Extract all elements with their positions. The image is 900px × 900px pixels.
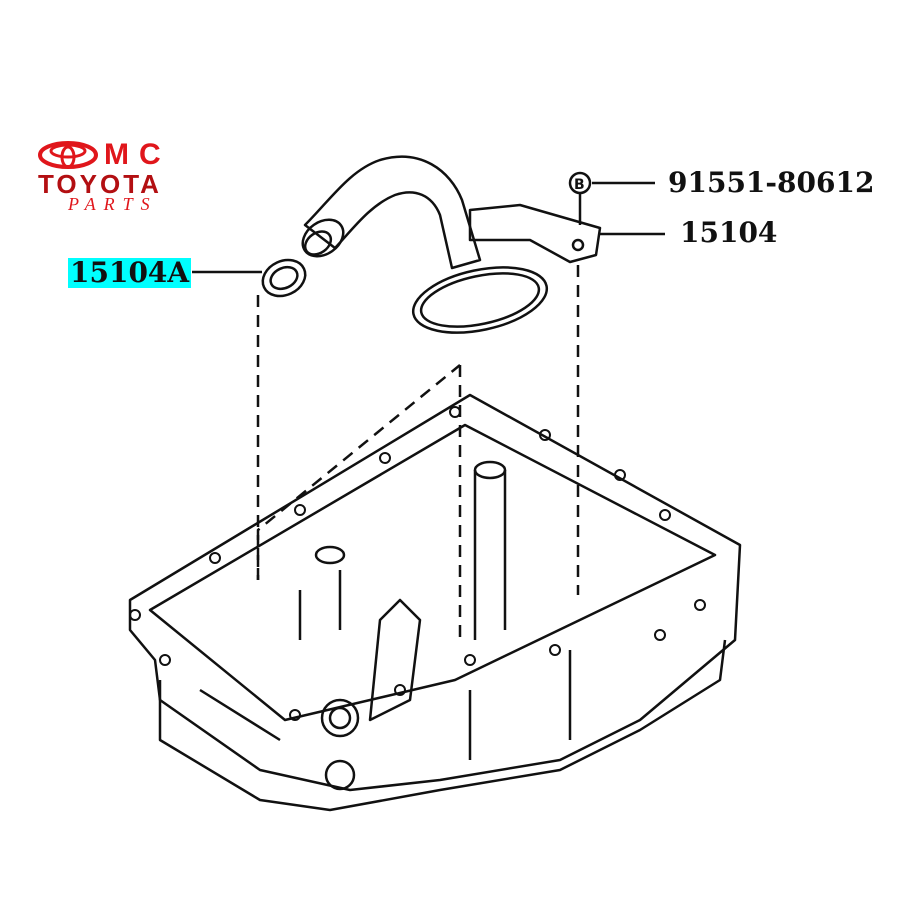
callout-bolt-part-number: 91551-80612 <box>668 166 875 199</box>
toyota-emblem-icon <box>38 141 98 169</box>
oil-strainer-part <box>301 155 602 334</box>
oil-pan-part <box>128 393 742 812</box>
logo-sub: PARTS <box>68 194 158 214</box>
bolt-symbol-icon <box>568 171 592 195</box>
callout-gasket-part-number: 15104A <box>68 256 192 289</box>
logo-brand: TOYOTA <box>38 169 162 199</box>
callout-strainer-part-number: 15104 <box>680 216 778 249</box>
gasket-part <box>261 258 307 298</box>
logo-mc: MC <box>104 138 171 171</box>
bolt-symbol-letter: B <box>574 177 585 193</box>
logo: MC TOYOTA PARTS <box>38 138 238 214</box>
